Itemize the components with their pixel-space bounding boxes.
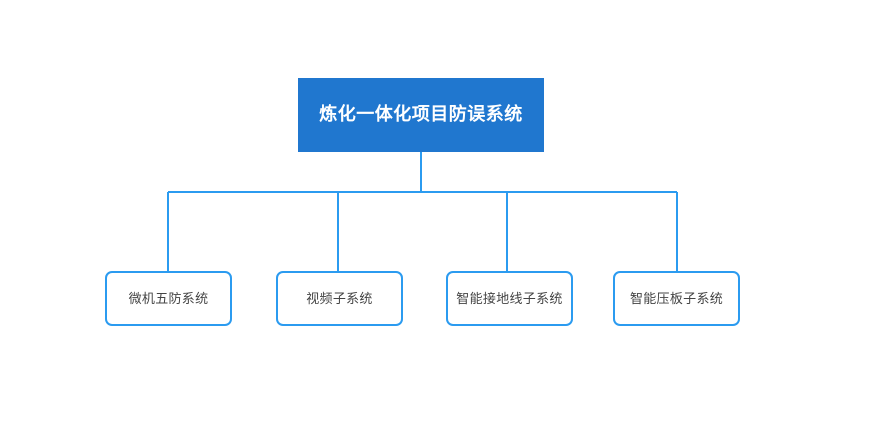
root-node-label: 炼化一体化项目防误系统: [319, 104, 523, 125]
child-node-label: 微机五防系统: [128, 290, 209, 306]
child-node-shipin[interactable]: 视频子系统: [276, 271, 403, 326]
child-node-zhineng-jiediuxian[interactable]: 智能接地线子系统: [446, 271, 573, 326]
child-node-label: 智能压板子系统: [629, 290, 724, 306]
root-node[interactable]: 炼化一体化项目防误系统: [298, 78, 544, 152]
child-node-label: 智能接地线子系统: [456, 290, 563, 306]
child-node-zhineng-yaban[interactable]: 智能压板子系统: [613, 271, 740, 326]
child-node-weiji-wufang[interactable]: 微机五防系统: [105, 271, 232, 326]
child-node-label: 视频子系统: [306, 290, 373, 306]
